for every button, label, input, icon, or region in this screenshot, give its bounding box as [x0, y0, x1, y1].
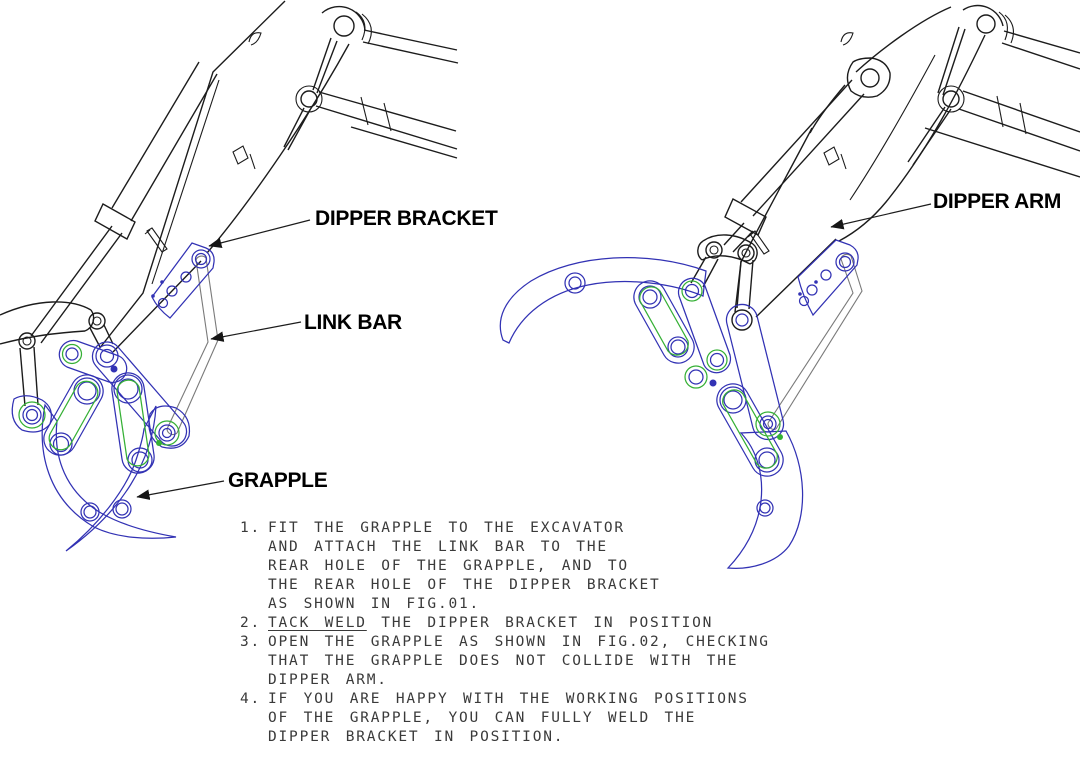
instruction-number: 3.: [240, 634, 262, 650]
leader-grapple: [136, 480, 225, 500]
instruction-number: 4.: [240, 691, 262, 707]
label-dipper-arm: DIPPER ARM: [933, 190, 1062, 213]
instruction-number: 2.: [240, 615, 262, 631]
instruction-text: OPEN THE GRAPPLE AS SHOWN IN FIG.02, CHE…: [268, 634, 770, 688]
instruction-text: TACK WELD THE DIPPER BRACKET IN POSITION: [268, 615, 714, 631]
leader-dipper-bracket: [208, 219, 311, 248]
leader-dipper-arm: [830, 203, 932, 230]
leader-link-bar: [210, 321, 302, 342]
instruction-item: 4. IF YOU ARE HAPPY WITH THE WORKING POSI…: [240, 690, 770, 747]
instruction-item: 3. OPEN THE GRAPPLE AS SHOWN IN FIG.02, C…: [240, 633, 770, 690]
label-grapple: GRAPPLE: [228, 469, 328, 492]
instruction-number: 1.: [240, 520, 262, 536]
fig02-drawing: [499, 4, 1080, 569]
label-link-bar: LINK BAR: [304, 311, 402, 334]
instruction-text: IF YOU ARE HAPPY WITH THE WORKING POSITI…: [268, 691, 749, 745]
leader-lines: [136, 203, 932, 500]
label-dipper-bracket: DIPPER BRACKET: [315, 207, 498, 230]
instruction-item: 2. TACK WELD THE DIPPER BRACKET IN POSITI…: [240, 614, 770, 633]
